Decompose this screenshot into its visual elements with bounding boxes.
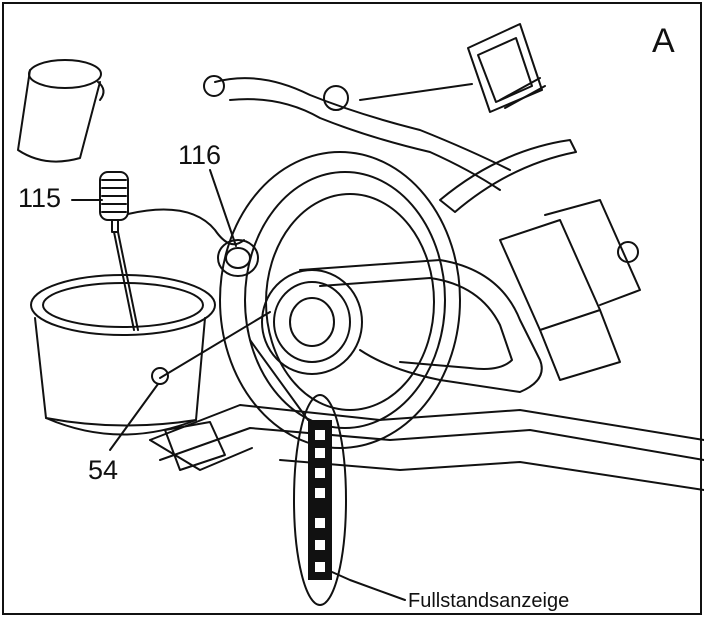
hand-pump-icon xyxy=(99,171,139,331)
leader-54 xyxy=(109,383,159,451)
measuring-cup-icon xyxy=(17,59,105,163)
frame-arm xyxy=(299,259,543,393)
callout-115: 115 xyxy=(18,183,62,213)
base-rail xyxy=(149,404,704,441)
rail-top xyxy=(214,77,511,171)
leader-116 xyxy=(209,169,237,247)
leader-gauge xyxy=(249,339,309,421)
callout-116: 116 xyxy=(178,140,222,170)
leader-indicator xyxy=(331,571,406,601)
panel-letter: A xyxy=(652,22,675,60)
callout-54: 54 xyxy=(88,455,119,485)
fill-port-icon xyxy=(217,239,259,277)
fill-level-label: Fullstandsanzeige xyxy=(408,590,570,612)
flywheel-housing xyxy=(219,151,461,449)
foot-pedal-left xyxy=(499,219,621,381)
water-bucket-icon xyxy=(30,274,216,436)
leader-hub xyxy=(159,311,271,379)
fill-level-indicator-icon xyxy=(293,394,347,606)
foot-pedal-right xyxy=(544,199,641,306)
console-monitor-icon xyxy=(359,23,546,113)
pulley-hub-icon xyxy=(261,269,363,375)
pump-hose xyxy=(127,208,245,246)
